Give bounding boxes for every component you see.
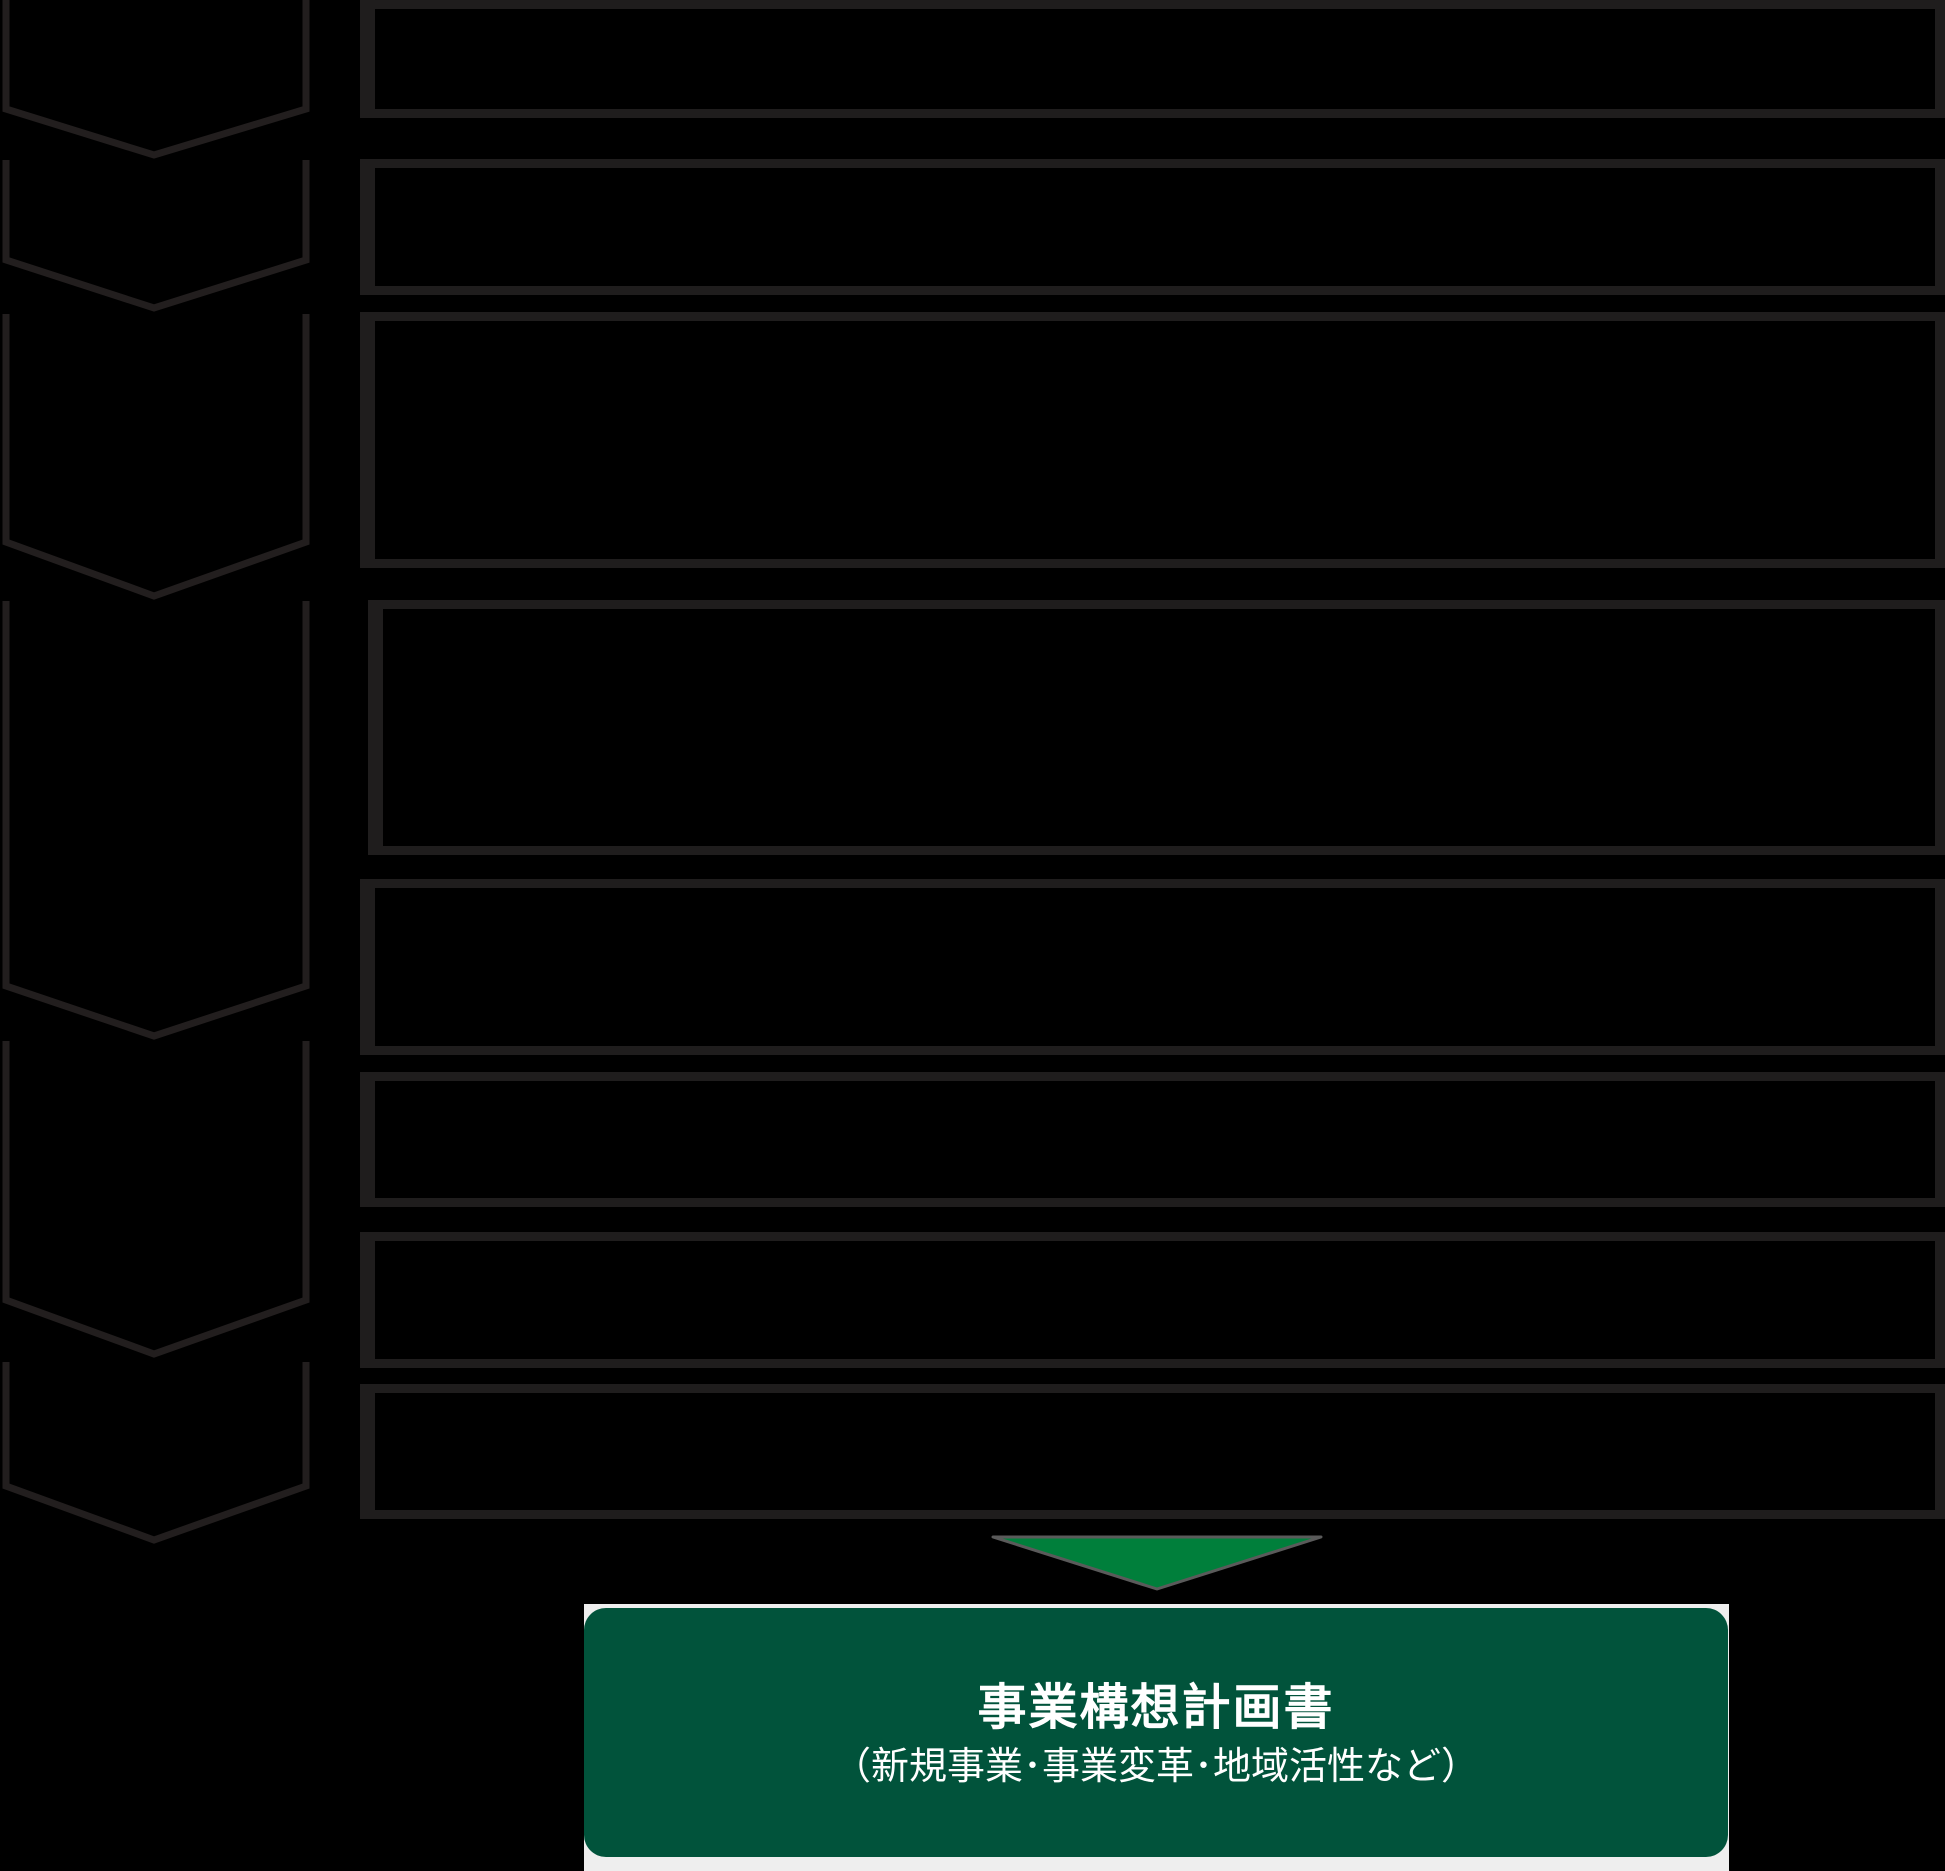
stage-chevron-3 (2, 314, 310, 600)
stage-chevron-5 (2, 1041, 310, 1358)
stage-chevron-1 (2, 0, 310, 159)
step-box-6 (360, 1072, 1945, 1207)
stage-chevron-4 (2, 601, 310, 1040)
result-title: 事業構想計画書 (977, 1679, 1335, 1737)
step-box-1 (360, 0, 1945, 118)
step-box-5 (360, 879, 1945, 1055)
stage-chevron-column (0, 0, 320, 1560)
stage-chevrons-graphic (2, 0, 310, 1544)
result-card: 事業構想計画書 （新規事業･事業変革･地域活性など） (584, 1608, 1728, 1857)
step-box-7 (360, 1232, 1945, 1368)
step-box-8 (360, 1384, 1945, 1519)
step-box-3 (360, 312, 1945, 568)
stage-chevron-6 (2, 1362, 310, 1544)
step-box-4 (368, 600, 1945, 855)
result-subtitle: （新規事業･事業変革･地域活性など） (832, 1744, 1479, 1789)
stage-chevron-2 (2, 160, 310, 312)
step-box-2 (360, 159, 1945, 295)
down-arrow-icon (991, 1535, 1323, 1591)
